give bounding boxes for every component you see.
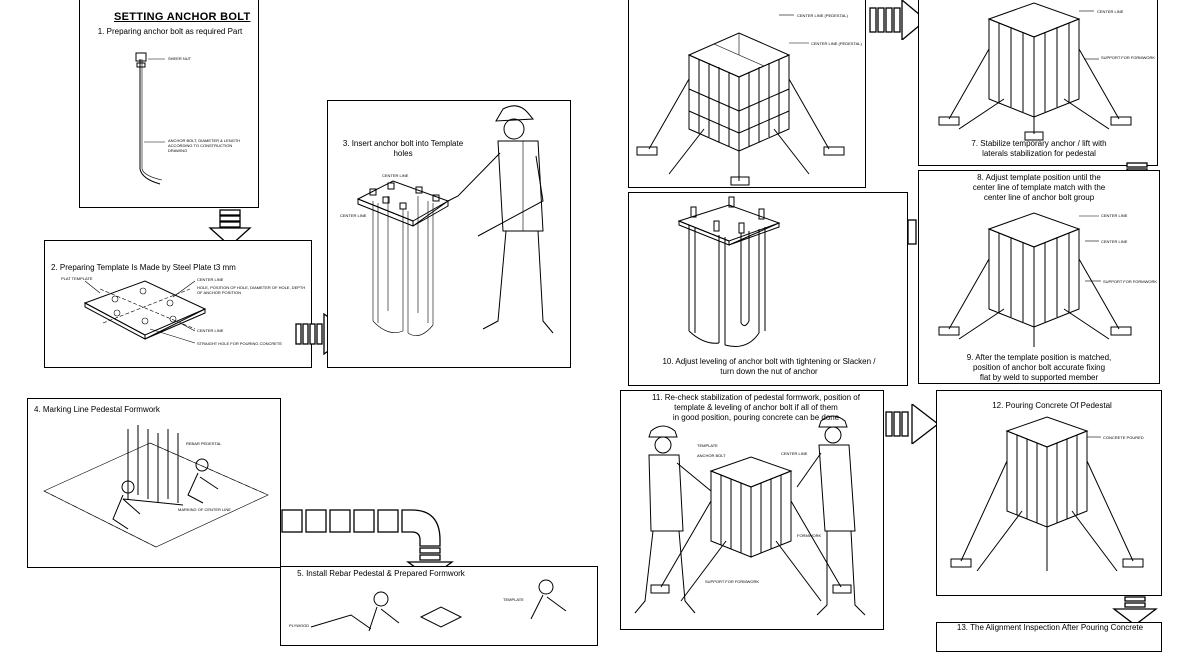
label-template: TEMPLATE [503,597,524,602]
flow-arrow-icon [208,209,252,247]
template-with-bolts-icon [677,196,781,347]
label-plat-template: PLAT TEMPLATE [61,276,93,281]
label-center-line-a: CENTER LINE [382,173,409,178]
label-support-formwork: SUPPORT FOR FORMWORK [705,579,760,584]
step-1-caption: 1. Preparing anchor bolt as required Par… [97,27,243,36]
formwork-icon [634,415,866,616]
step-1-anchor-bolt-panel: SETTING ANCHOR BOLT 1. Preparing anchor … [79,0,259,208]
flow-arrow-icon [869,0,928,40]
label-center-line-b: CENTER LINE (PEDESTAL) [811,41,862,46]
flow-arrow-icon [1112,596,1158,626]
worker-figure-icon [447,105,554,334]
label-center-line-a: CENTER LINE [1101,213,1128,218]
step-4-marking-panel: 4. Marking Line Pedestal Formwork REBAR … [27,398,281,568]
step-11-caption: 11. Re-check stabilization of pedestal f… [652,393,860,422]
step-12-pouring-panel: 12. Pouring Concrete Of Pedestal CONCRET… [936,390,1162,596]
label-center-line: CENTER LINE [781,451,808,456]
label-center-line-a: CENTER LINE (PEDESTAL) [797,13,848,18]
formwork-icon [950,416,1144,572]
step-11-recheck-panel: 11. Re-check stabilization of pedestal f… [620,390,884,630]
label-concrete-poured: CONCRETE POURED [1103,435,1144,440]
label-center-line-b: CENTER LINE [340,213,367,218]
formwork-icon [636,14,845,186]
step-7-caption: 7. Stabilize temporary anchor / lift wit… [971,139,1107,158]
step-5-rebar-formwork-panel: 5. Install Rebar Pedestal & Prepared For… [280,566,598,646]
drawing-title: SETTING ANCHOR BOLT [114,11,251,23]
label-formwork: FORMWORK [797,533,822,538]
step-2-caption: 2. Preparing Template Is Made by Steel P… [51,263,236,272]
label-hole-position: HOLE, POSITION OF HOLE, DIAMETER OF HOLE… [197,285,306,295]
step-5-caption: 5. Install Rebar Pedestal & Prepared For… [297,569,465,578]
worker-figure-icon [310,579,567,632]
step-6-formwork-panel: CENTER LINE (PEDESTAL) CENTER LINE (PEDE… [628,0,866,188]
step-3-caption: 3. Insert anchor bolt into Template hole… [342,139,464,158]
worker-figure-icon [112,458,219,530]
step-2-template-panel: 2. Preparing Template Is Made by Steel P… [44,240,312,368]
label-center-line-b: CENTER LINE [197,328,224,333]
label-support-formwork: SUPPORT FOR FORMWORK [1103,279,1158,284]
label-plywood: PLYWOOD [289,623,310,628]
label-template: TEMPLATE [697,443,718,448]
label-anchor-bolt: ANCHOR BOLT [697,453,726,458]
step-9-caption: 9. After the template position is matche… [966,353,1112,382]
label-support-formwork: SUPPORT FOR FORMWORK [1101,55,1156,60]
step-13-caption: 13. The Alignment Inspection After Pouri… [956,623,1144,632]
step-8-caption: 8. Adjust template position until the ce… [972,173,1106,202]
label-center-line: CENTER LINE [1097,9,1124,14]
step-3-insert-bolt-panel: 3. Insert anchor bolt into Template hole… [327,100,571,368]
label-sheer-nut: SHEER NUT [168,56,192,61]
label-marking-center-line: MARKING OF CENTER LINE [178,507,231,512]
label-pouring-hole: STRAIGHT HOLE FOR POURING CONCRETE [197,341,283,346]
anchor-bolt-icon [135,52,165,185]
step-8-9-adjust-template-panel: 8. Adjust template position until the ce… [918,170,1160,384]
label-center-line-a: CENTER LINE [197,277,224,282]
step-7-stabilize-panel: 7. Stabilize temporary anchor / lift wit… [918,0,1158,166]
label-rebar-pedestal: REBAR PEDESTAL [186,441,222,446]
step-4-caption: 4. Marking Line Pedestal Formwork [34,405,160,414]
formwork-icon [938,212,1132,347]
template-plate-icon [83,280,207,344]
formwork-icon [938,2,1132,141]
rebar-pedestal-icon [43,425,269,548]
step-13-inspection-panel: 13. The Alignment Inspection After Pouri… [936,622,1162,652]
flow-arrow-icon [885,404,940,444]
step-10-level-bolt-panel: 10. Adjust leveling of anchor bolt with … [628,192,908,386]
label-center-line-b: CENTER LINE [1101,239,1128,244]
worker-figure-icon [634,415,866,616]
step-12-caption: 12. Pouring Concrete Of Pedestal [992,401,1112,410]
label-anchor-bolt: ANCHOR BOLT, DIAMETER & LENGTH ACCORDING… [168,138,241,153]
flow-arrow-icon [281,509,454,579]
step-10-caption: 10. Adjust leveling of anchor bolt with … [662,357,876,376]
template-with-bolts-icon [356,105,554,336]
